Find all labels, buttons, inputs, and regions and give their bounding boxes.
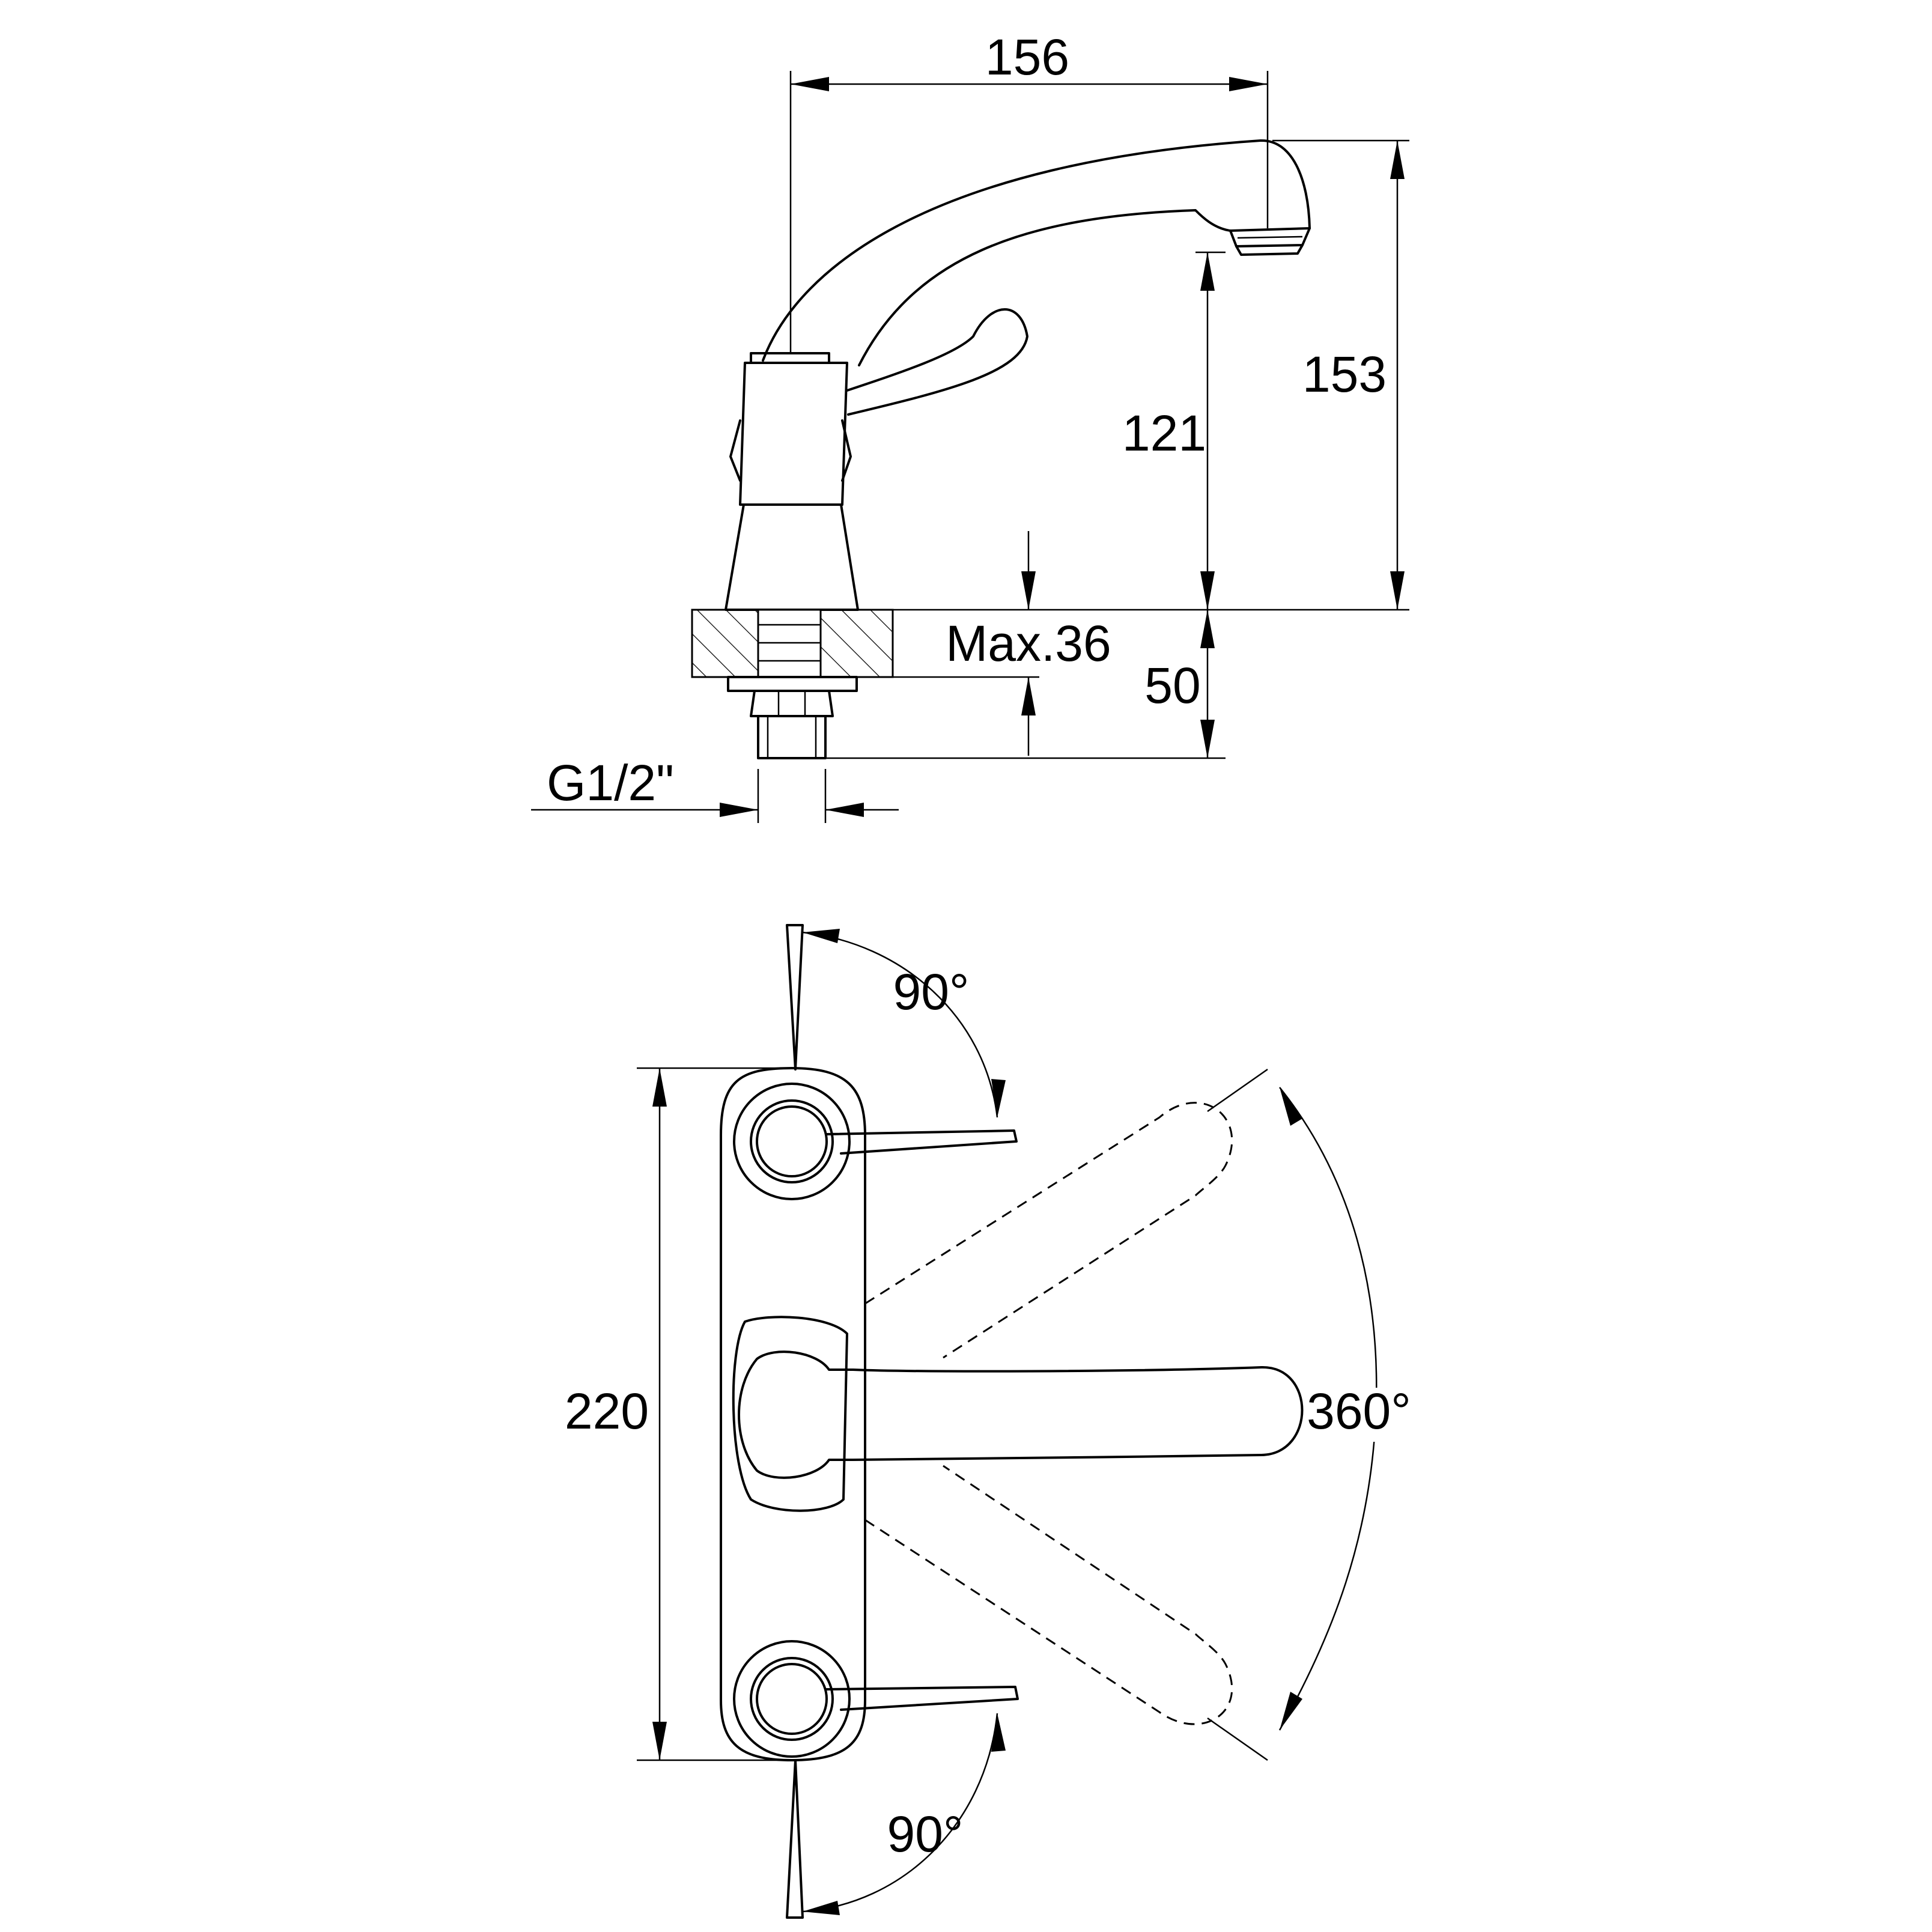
dim-153-label: 153 [1302,346,1387,402]
dimension-153: 153 [1272,139,1409,610]
center-spout-lever [732,1316,1304,1512]
valve-body [724,352,859,611]
dim-50-label: 50 [1144,657,1200,714]
dim-max36-label: Max.36 [946,615,1111,672]
dimension-max36: Max.36 [946,531,1111,756]
dimension-thread: G1/2" [531,755,899,823]
mounting-plate [720,1067,866,1761]
dim-121-label: 121 [1122,405,1206,461]
angle-90-bottom: 90° [802,1713,1006,1915]
angle-90-bottom-label: 90° [887,1806,963,1862]
spout [762,139,1311,366]
rotation-ghost-positions [864,1102,1233,1725]
dimension-50: 50 [1144,610,1215,758]
angle-90-top-label: 90° [893,964,969,1020]
side-view: 156 [531,29,1409,823]
angle-360: 360° [1207,1068,1411,1761]
dim-thread-label: G1/2" [547,755,674,811]
shank-and-nut [727,676,1226,759]
counter-surface [691,609,1409,678]
side-lever-handle [846,308,1028,416]
angle-90-top: 90° [802,929,1006,1118]
bottom-valve-knob [733,1640,1019,1919]
dimension-156: 156 [789,29,1269,354]
dim-156-label: 156 [985,29,1069,85]
top-valve-knob [733,924,1018,1200]
dimension-121: 121 [1122,251,1226,610]
dim-220-label: 220 [565,1383,649,1439]
dimension-220: 220 [565,1067,792,1761]
angle-360-label: 360° [1307,1383,1411,1439]
top-view: 220 90° 90° 360° [565,924,1411,1919]
